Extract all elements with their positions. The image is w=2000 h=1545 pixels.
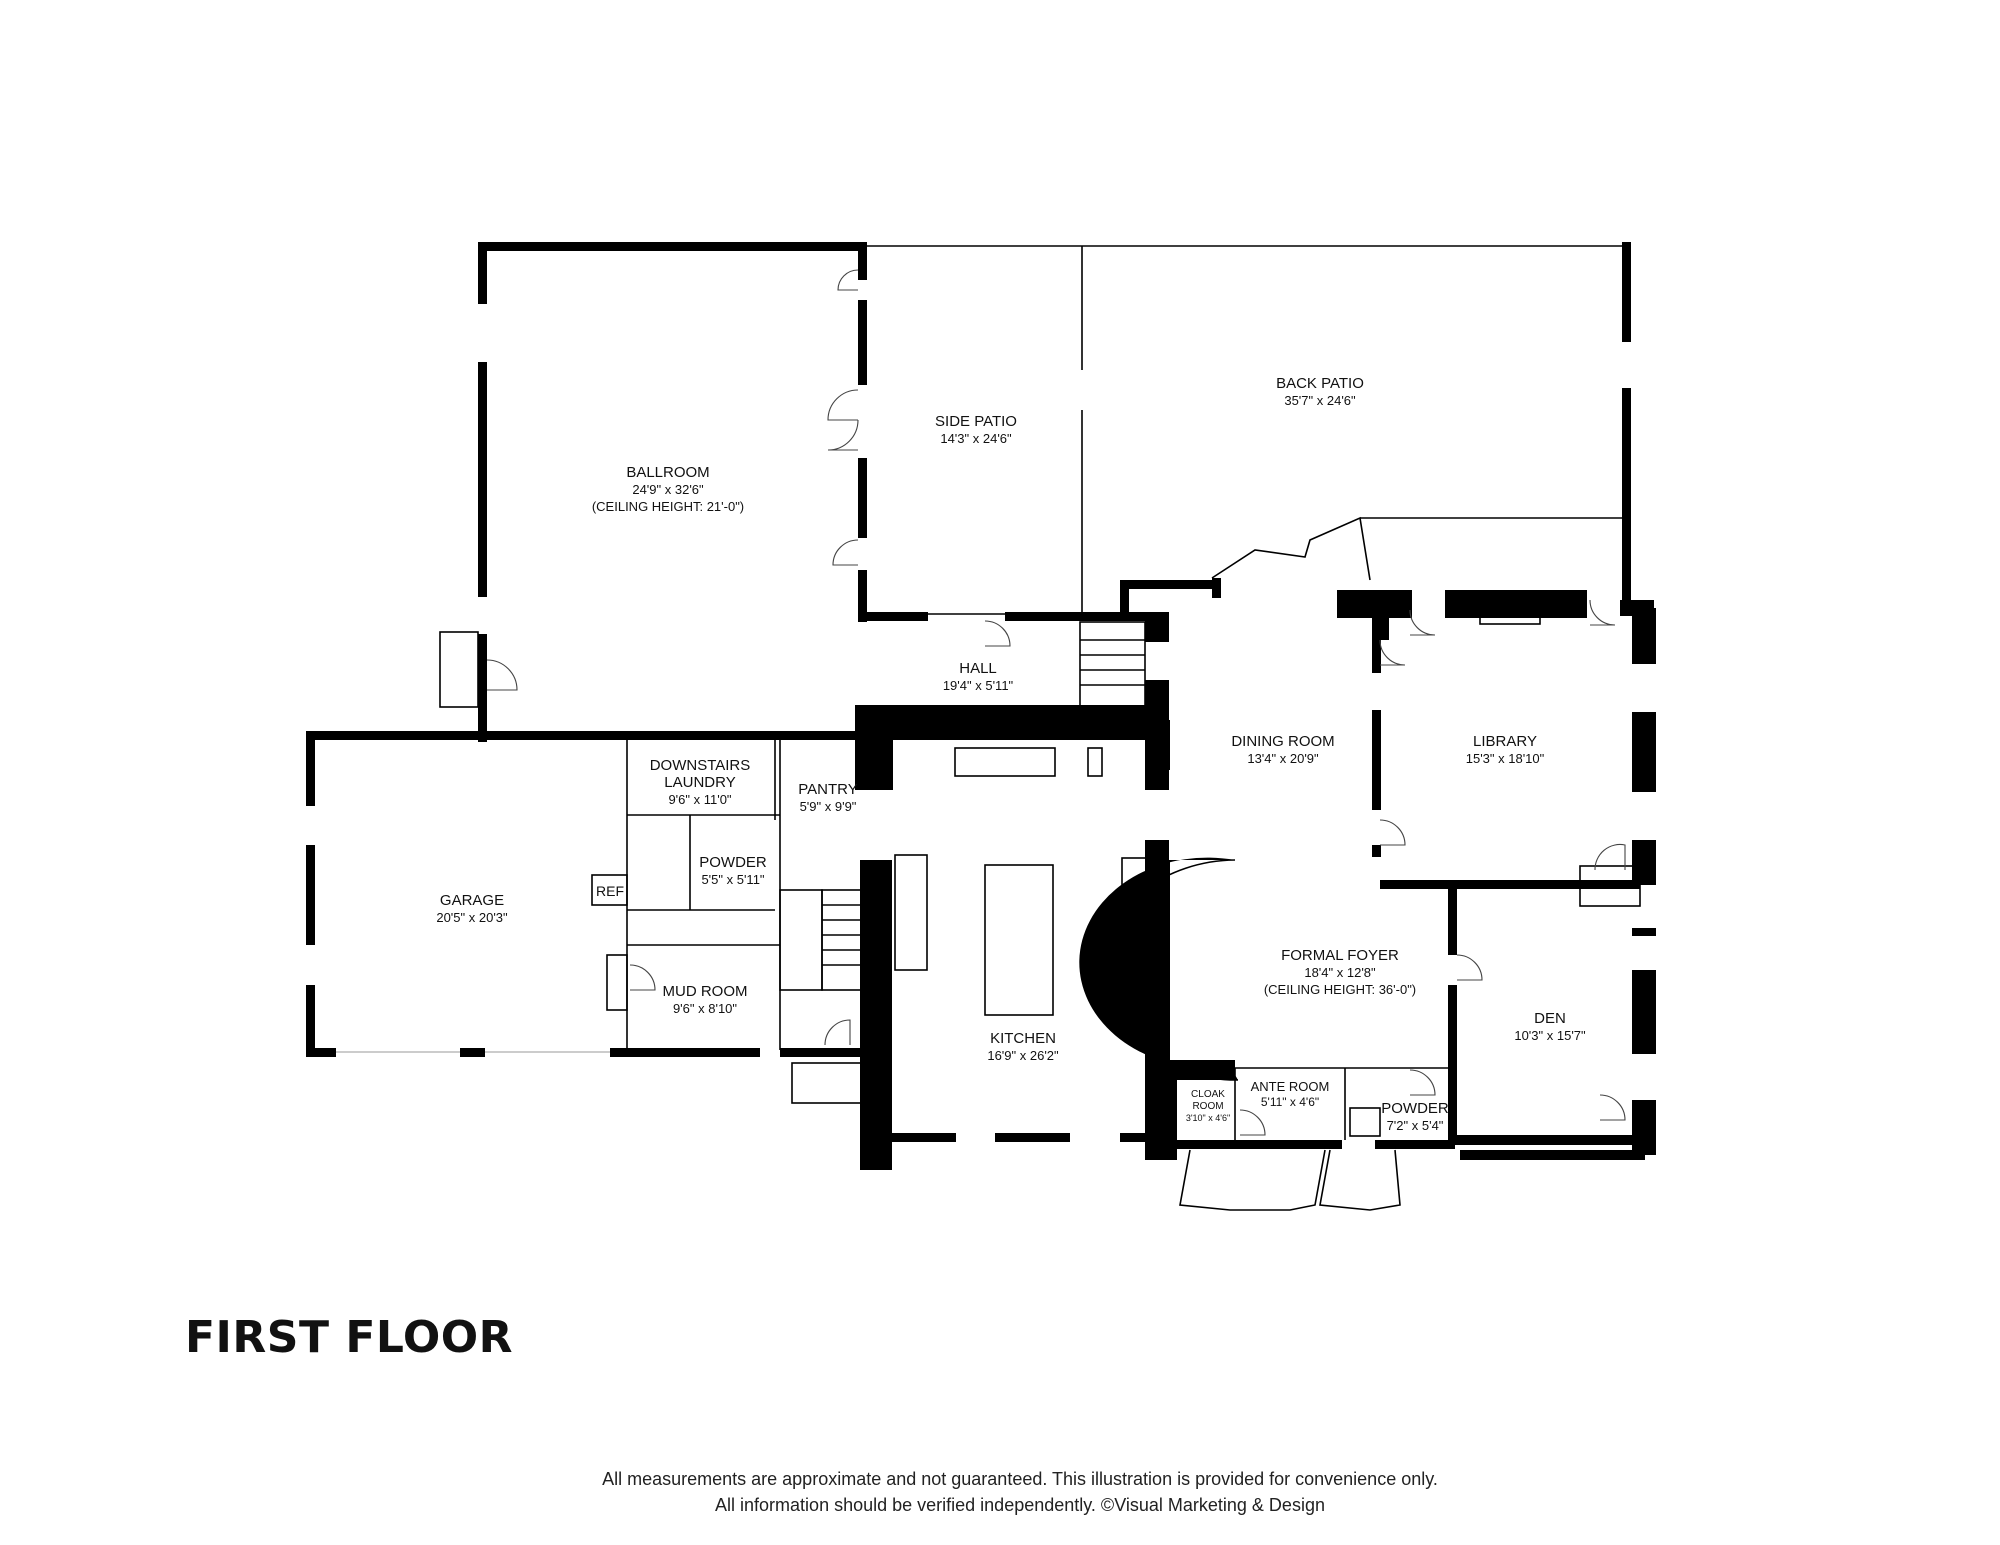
room-kitchen: KITCHEN 16'9" x 26'2" (987, 1030, 1059, 1063)
powder-2-name: POWDER (1381, 1100, 1449, 1117)
library-name: LIBRARY (1473, 733, 1537, 750)
mud-room-name: MUD ROOM (663, 983, 748, 1000)
den-name: DEN (1534, 1010, 1566, 1027)
kitchen-dims: 16'9" x 26'2" (987, 1048, 1059, 1063)
laundry-dims: 9'6" x 11'0" (668, 792, 731, 807)
room-hall: HALL 19'4" x 5'11" (943, 660, 1014, 693)
laundry-name-line1: DOWNSTAIRS (650, 757, 751, 774)
room-powder-1: POWDER 5'5" x 5'11" (699, 854, 767, 887)
room-powder-2: POWDER 7'2" x 5'4" (1381, 1100, 1449, 1133)
door-swings (486, 269, 1626, 1136)
side-patio-name: SIDE PATIO (935, 413, 1017, 430)
ref-label: REF (596, 883, 624, 899)
cloak-room-dims: 3'10" x 4'6" (1186, 1113, 1230, 1123)
side-patio-dims: 14'3" x 24'6" (940, 431, 1012, 446)
exterior-walls (306, 242, 1656, 1170)
formal-foyer-dims: 18'4" x 12'8" (1304, 965, 1376, 980)
room-cloak-room: CLOAK ROOM 3'10" x 4'6" (1186, 1089, 1230, 1123)
room-back-patio: BACK PATIO 35'7" x 24'6" (1276, 375, 1364, 408)
room-den: DEN 10'3" x 15'7" (1514, 1010, 1586, 1043)
room-garage: GARAGE 20'5" x 20'3" (436, 892, 508, 925)
room-side-patio: SIDE PATIO 14'3" x 24'6" (935, 413, 1017, 446)
laundry-name-line2: LAUNDRY (664, 774, 735, 791)
ante-room-dims: 5'11" x 4'6" (1261, 1095, 1319, 1109)
powder-1-dims: 5'5" x 5'11" (701, 872, 764, 887)
cloak-room-name-line1: CLOAK (1191, 1089, 1225, 1100)
disclaimer-line-1: All measurements are approximate and not… (602, 1469, 1438, 1489)
room-library: LIBRARY 15'3" x 18'10" (1466, 733, 1545, 766)
interior-lines (336, 245, 1641, 1211)
pantry-name: PANTRY (798, 781, 857, 798)
formal-foyer-note: (CEILING HEIGHT: 36'-0") (1264, 982, 1416, 997)
kitchen-name: KITCHEN (990, 1030, 1056, 1047)
cloak-room-name-line2: ROOM (1192, 1101, 1223, 1112)
pantry-dims: 5'9" x 9'9" (800, 799, 857, 814)
formal-foyer-name: FORMAL FOYER (1281, 947, 1399, 964)
dining-room-dims: 13'4" x 20'9" (1247, 751, 1319, 766)
hall-name: HALL (959, 660, 997, 677)
room-downstairs-laundry: DOWNSTAIRS LAUNDRY 9'6" x 11'0" (650, 757, 751, 807)
library-dims: 15'3" x 18'10" (1466, 751, 1545, 766)
hall-dims: 19'4" x 5'11" (943, 678, 1014, 693)
floor-title: FIRST FLOOR (185, 1312, 514, 1363)
mud-room-dims: 9'6" x 8'10" (673, 1001, 737, 1016)
room-ante-room: ANTE ROOM 5'11" x 4'6" (1251, 1079, 1330, 1109)
garage-name: GARAGE (440, 892, 504, 909)
room-pantry: PANTRY 5'9" x 9'9" (798, 781, 857, 814)
ballroom-dims: 24'9" x 32'6" (632, 482, 704, 497)
back-patio-name: BACK PATIO (1276, 375, 1364, 392)
disclaimer: All measurements are approximate and not… (400, 1466, 1640, 1518)
dining-room-name: DINING ROOM (1231, 733, 1334, 750)
back-patio-dims: 35'7" x 24'6" (1284, 393, 1356, 408)
powder-1-name: POWDER (699, 854, 767, 871)
ballroom-note: (CEILING HEIGHT: 21'-0") (592, 499, 744, 514)
garage-dims: 20'5" x 20'3" (436, 910, 508, 925)
room-dining-room: DINING ROOM 13'4" x 20'9" (1231, 733, 1334, 766)
disclaimer-line-2: All information should be verified indep… (715, 1495, 1325, 1515)
room-formal-foyer: FORMAL FOYER 18'4" x 12'8" (CEILING HEIG… (1264, 947, 1416, 997)
room-ballroom: BALLROOM 24'9" x 32'6" (CEILING HEIGHT: … (592, 464, 744, 514)
room-mud-room: MUD ROOM 9'6" x 8'10" (663, 983, 748, 1016)
den-dims: 10'3" x 15'7" (1514, 1028, 1586, 1043)
powder-2-dims: 7'2" x 5'4" (1387, 1118, 1444, 1133)
ballroom-name: BALLROOM (626, 464, 709, 481)
ante-room-name: ANTE ROOM (1251, 1079, 1330, 1094)
